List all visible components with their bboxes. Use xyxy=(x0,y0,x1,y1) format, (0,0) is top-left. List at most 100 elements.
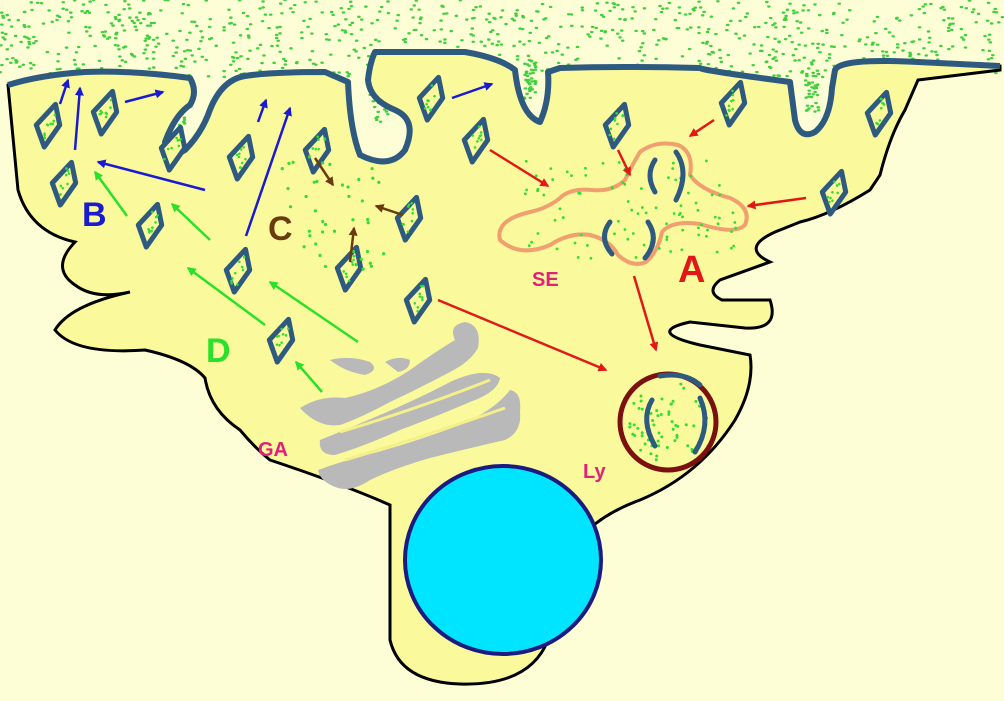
particle xyxy=(370,22,374,24)
particle xyxy=(65,9,69,11)
particle xyxy=(810,105,814,107)
particle xyxy=(816,83,820,85)
particle xyxy=(707,28,711,30)
particle xyxy=(7,19,11,21)
particle xyxy=(802,4,806,6)
particle xyxy=(640,59,644,61)
particle xyxy=(128,16,132,18)
particle xyxy=(971,11,975,13)
particle xyxy=(947,27,951,29)
particle xyxy=(342,11,346,13)
particle xyxy=(807,81,811,83)
particle xyxy=(418,22,422,24)
particle xyxy=(11,57,15,59)
particle xyxy=(222,70,226,72)
particle xyxy=(261,20,265,22)
particle xyxy=(737,2,741,4)
particle xyxy=(621,40,625,42)
particle xyxy=(256,47,260,49)
particle xyxy=(443,42,447,44)
particle xyxy=(903,42,907,44)
particle xyxy=(753,26,757,28)
particle xyxy=(187,4,191,6)
particle xyxy=(278,51,282,53)
particle xyxy=(811,72,815,74)
particle xyxy=(891,35,895,37)
particle xyxy=(752,43,756,45)
particle xyxy=(459,0,463,1)
particle xyxy=(485,18,489,20)
particle xyxy=(516,58,520,60)
particle xyxy=(729,20,733,22)
particle xyxy=(311,50,315,52)
particle xyxy=(61,8,65,10)
particle xyxy=(279,2,283,4)
particle xyxy=(795,20,799,22)
particle xyxy=(805,74,809,76)
particle xyxy=(229,64,233,66)
particle xyxy=(302,20,306,22)
particle xyxy=(293,4,297,6)
particle xyxy=(806,104,810,106)
particle xyxy=(147,37,151,39)
particle xyxy=(531,72,535,74)
particle xyxy=(174,51,178,53)
particle xyxy=(533,80,537,82)
particle xyxy=(208,18,212,20)
particle xyxy=(144,48,148,50)
particle xyxy=(300,37,304,39)
particle xyxy=(896,43,900,45)
particle xyxy=(918,26,922,28)
particle xyxy=(272,62,276,64)
particle xyxy=(816,106,820,108)
particle xyxy=(909,54,913,56)
particle xyxy=(630,17,634,19)
particle xyxy=(276,40,280,42)
particle xyxy=(760,44,764,46)
particle xyxy=(347,73,351,75)
particle xyxy=(581,9,585,11)
particle xyxy=(5,58,9,60)
particle xyxy=(455,15,459,17)
particle xyxy=(443,38,447,40)
particle xyxy=(29,62,33,64)
particle xyxy=(143,40,147,42)
particle xyxy=(65,46,69,48)
particle xyxy=(242,12,246,14)
particle xyxy=(117,48,121,50)
particle xyxy=(857,40,861,42)
particle xyxy=(705,41,709,43)
particle xyxy=(586,33,590,35)
particle xyxy=(576,46,580,48)
particle xyxy=(782,26,786,28)
particle xyxy=(0,23,4,25)
particle xyxy=(616,32,620,34)
particle xyxy=(36,2,40,4)
particle xyxy=(165,33,169,35)
particle xyxy=(142,52,146,54)
particle xyxy=(738,20,742,22)
particle xyxy=(501,9,505,11)
particle xyxy=(793,59,797,61)
particle xyxy=(524,87,528,89)
particle xyxy=(840,34,844,36)
particle xyxy=(132,22,136,24)
particle xyxy=(771,24,775,26)
particle xyxy=(340,7,344,9)
particle xyxy=(449,30,453,32)
particle xyxy=(154,45,158,47)
particle xyxy=(810,63,814,65)
particle xyxy=(939,45,943,47)
particle xyxy=(910,41,914,43)
particle xyxy=(347,8,351,10)
particle xyxy=(643,32,647,34)
particle xyxy=(360,28,364,30)
particle xyxy=(785,75,789,77)
particle xyxy=(116,44,120,46)
particle xyxy=(950,29,954,31)
particle xyxy=(291,11,295,13)
particle xyxy=(605,45,609,47)
particle xyxy=(246,15,250,17)
particle xyxy=(990,57,994,59)
particle xyxy=(594,27,598,29)
